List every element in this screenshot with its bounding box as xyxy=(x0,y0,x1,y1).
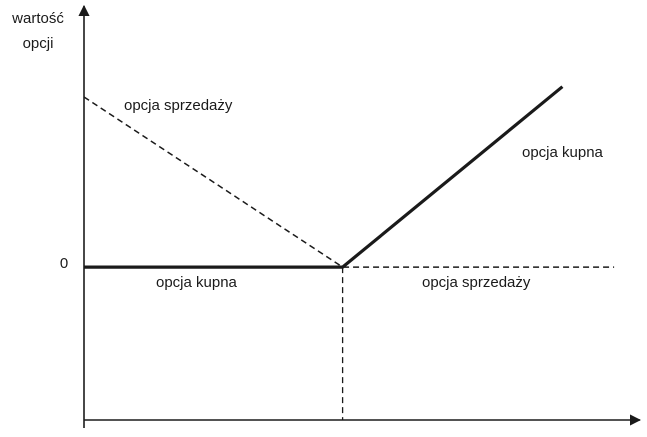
annotation-put-right: opcja sprzedaży xyxy=(422,274,531,291)
y-axis-label-line-2: opcji xyxy=(23,35,54,52)
call-option-payoff-line xyxy=(84,85,564,269)
annotation-call-left: opcja kupna xyxy=(156,274,238,291)
y-axis-label-line-1: wartość xyxy=(11,10,64,27)
y-tick-label-zero: 0 xyxy=(60,255,68,272)
put-option-payoff-line xyxy=(83,96,615,268)
annotation-put-left: opcja sprzedaży xyxy=(124,97,233,114)
annotation-call-right: opcja kupna xyxy=(522,144,604,161)
